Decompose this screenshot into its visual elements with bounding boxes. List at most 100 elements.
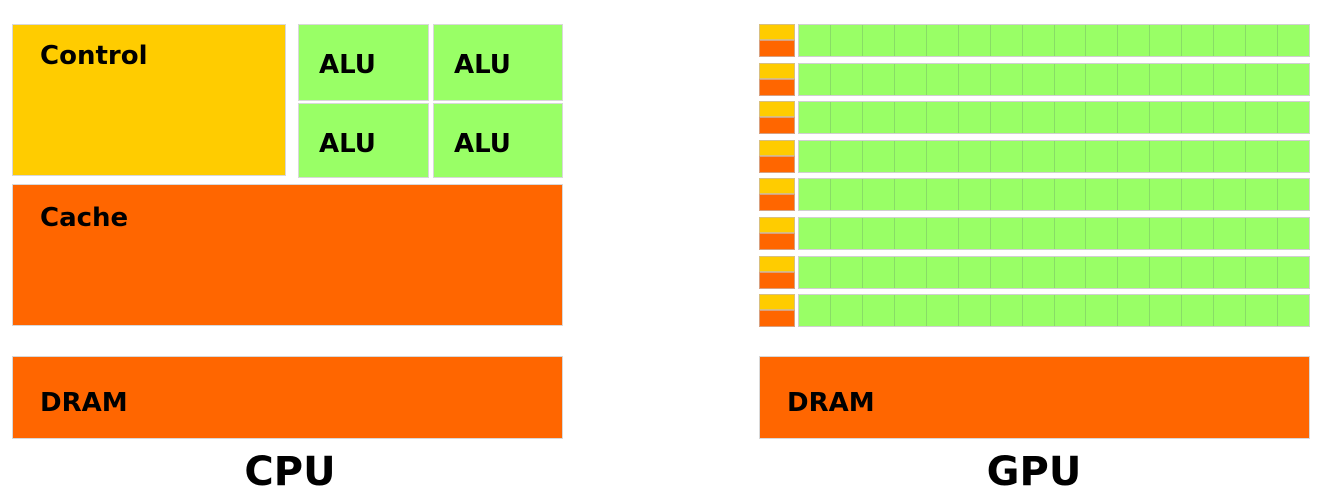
gpu-alu bbox=[926, 295, 959, 326]
gpu-alu bbox=[1150, 179, 1183, 210]
gpu-alu bbox=[1214, 179, 1247, 210]
gpu-alu-strip bbox=[798, 294, 1310, 327]
gpu-alu bbox=[958, 25, 991, 56]
gpu-alu bbox=[1246, 179, 1279, 210]
gpu-control-block bbox=[759, 24, 795, 40]
gpu-alu bbox=[830, 102, 863, 133]
gpu-alu bbox=[990, 218, 1023, 249]
gpu-cache-block bbox=[759, 117, 795, 134]
gpu-alu-strip bbox=[798, 217, 1310, 250]
gpu-alu bbox=[1086, 257, 1119, 288]
gpu-alu bbox=[1182, 64, 1215, 95]
gpu-alu-strip bbox=[798, 178, 1310, 211]
gpu-alu bbox=[1118, 25, 1151, 56]
gpu-alu-strip bbox=[798, 24, 1310, 57]
gpu-alu bbox=[1182, 257, 1215, 288]
gpu-alu bbox=[1278, 25, 1309, 56]
gpu-alu bbox=[1086, 102, 1119, 133]
gpu-alu bbox=[926, 179, 959, 210]
gpu-cache-block bbox=[759, 156, 795, 173]
gpu-alu bbox=[1150, 25, 1183, 56]
gpu-alu bbox=[926, 64, 959, 95]
gpu-alu bbox=[990, 64, 1023, 95]
gpu-alu bbox=[894, 64, 927, 95]
gpu-alu bbox=[799, 179, 831, 210]
gpu-alu bbox=[894, 179, 927, 210]
gpu-alu bbox=[1214, 64, 1247, 95]
gpu-alu bbox=[1278, 257, 1309, 288]
gpu-alu bbox=[1182, 295, 1215, 326]
gpu-alu bbox=[1022, 218, 1055, 249]
gpu-alu bbox=[1118, 218, 1151, 249]
gpu-cache-block bbox=[759, 310, 795, 327]
gpu-dram-block: DRAM bbox=[759, 356, 1310, 439]
gpu-alu bbox=[990, 257, 1023, 288]
cpu-alu-label: ALU bbox=[319, 129, 376, 159]
gpu-control-block bbox=[759, 256, 795, 272]
gpu-alu bbox=[830, 64, 863, 95]
gpu-alu bbox=[1086, 25, 1119, 56]
gpu-alu bbox=[1054, 257, 1087, 288]
gpu-core-row bbox=[759, 217, 1310, 250]
gpu-alu bbox=[990, 179, 1023, 210]
gpu-alu bbox=[830, 25, 863, 56]
gpu-alu bbox=[1086, 295, 1119, 326]
gpu-alu bbox=[1214, 257, 1247, 288]
gpu-alu bbox=[894, 257, 927, 288]
gpu-core-row bbox=[759, 63, 1310, 96]
gpu-alu bbox=[1150, 295, 1183, 326]
gpu-cache-block bbox=[759, 233, 795, 250]
cpu-cache-label: Cache bbox=[40, 203, 129, 233]
cpu-alu-label: ALU bbox=[454, 129, 511, 159]
gpu-alu bbox=[862, 64, 895, 95]
gpu-cache-block bbox=[759, 40, 795, 57]
gpu-alu bbox=[1022, 295, 1055, 326]
gpu-alu bbox=[1150, 102, 1183, 133]
gpu-core-row bbox=[759, 294, 1310, 327]
gpu-alu bbox=[1246, 218, 1279, 249]
gpu-title: GPU bbox=[986, 449, 1082, 495]
gpu-alu bbox=[1022, 64, 1055, 95]
gpu-core-row bbox=[759, 140, 1310, 173]
gpu-alu bbox=[958, 102, 991, 133]
gpu-alu bbox=[1246, 102, 1279, 133]
gpu-alu bbox=[1054, 295, 1087, 326]
gpu-alu bbox=[926, 141, 959, 172]
gpu-alu bbox=[958, 179, 991, 210]
gpu-alu-strip bbox=[798, 63, 1310, 96]
cpu-dram-label: DRAM bbox=[40, 388, 128, 418]
gpu-alu bbox=[1054, 218, 1087, 249]
gpu-alu bbox=[1182, 25, 1215, 56]
gpu-alu bbox=[1118, 179, 1151, 210]
gpu-alu bbox=[1118, 102, 1151, 133]
gpu-alu bbox=[1150, 141, 1183, 172]
gpu-core-row bbox=[759, 24, 1310, 57]
gpu-control-block bbox=[759, 140, 795, 156]
gpu-cache-block bbox=[759, 79, 795, 96]
gpu-alu bbox=[1086, 218, 1119, 249]
gpu-alu bbox=[799, 295, 831, 326]
gpu-alu bbox=[830, 141, 863, 172]
gpu-alu bbox=[1214, 295, 1247, 326]
gpu-alu bbox=[862, 179, 895, 210]
gpu-alu bbox=[958, 295, 991, 326]
gpu-alu-strip bbox=[798, 140, 1310, 173]
gpu-alu bbox=[1118, 257, 1151, 288]
gpu-alu bbox=[1022, 141, 1055, 172]
gpu-alu bbox=[1182, 218, 1215, 249]
gpu-alu bbox=[1022, 179, 1055, 210]
gpu-alu-strip bbox=[798, 256, 1310, 289]
gpu-dram-label: DRAM bbox=[787, 388, 875, 418]
gpu-alu bbox=[799, 218, 831, 249]
gpu-alu bbox=[1278, 218, 1309, 249]
gpu-alu bbox=[1214, 102, 1247, 133]
cpu-control-label: Control bbox=[40, 41, 148, 71]
cpu-alu: ALU bbox=[433, 24, 563, 101]
gpu-alu bbox=[1246, 257, 1279, 288]
gpu-alu bbox=[1022, 25, 1055, 56]
gpu-alu bbox=[1086, 64, 1119, 95]
gpu-alu bbox=[1278, 141, 1309, 172]
gpu-alu bbox=[830, 218, 863, 249]
gpu-alu bbox=[830, 257, 863, 288]
gpu-alu bbox=[1182, 179, 1215, 210]
